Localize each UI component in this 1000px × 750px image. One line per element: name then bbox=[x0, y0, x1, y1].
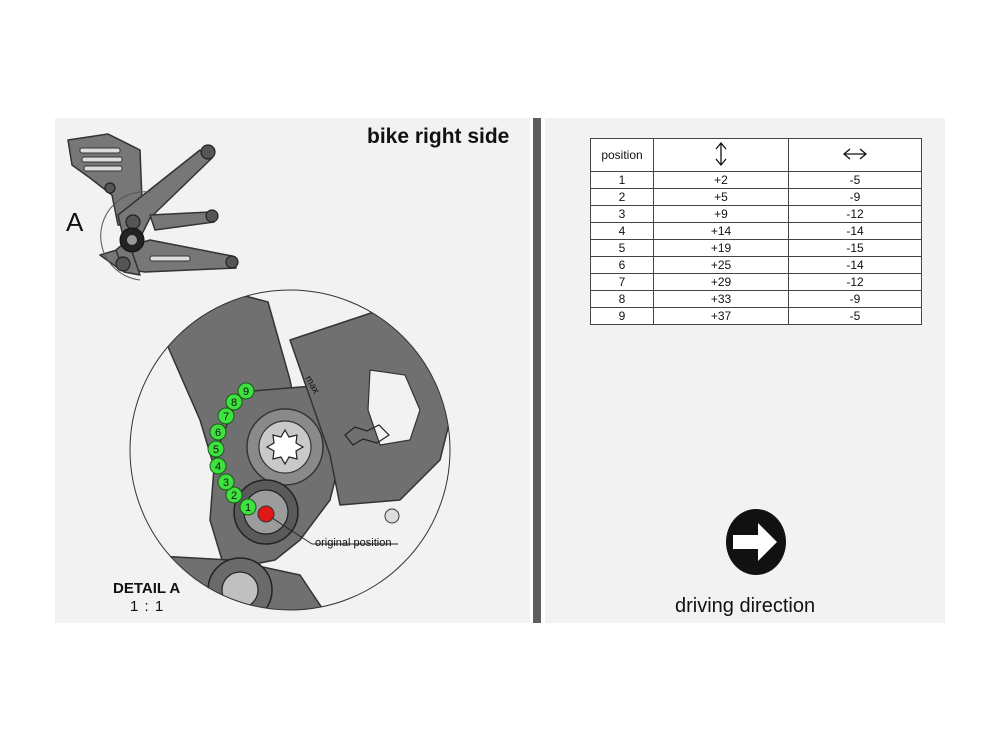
table-header-row: position bbox=[590, 138, 922, 172]
original-position-marker bbox=[257, 505, 275, 523]
adjustment-hole-marker bbox=[209, 423, 227, 441]
adjustment-hole-marker bbox=[207, 440, 225, 458]
adjustment-hole-label: 7 bbox=[223, 411, 229, 423]
cell-position: 2 bbox=[590, 188, 654, 206]
table-row: 9+37-5 bbox=[590, 307, 922, 325]
cell-vertical: +29 bbox=[653, 273, 789, 291]
cell-horizontal: -12 bbox=[788, 273, 922, 291]
cell-horizontal: -14 bbox=[788, 222, 922, 240]
adjustment-hole-marker bbox=[225, 486, 243, 504]
cell-horizontal: -9 bbox=[788, 188, 922, 206]
cell-position: 3 bbox=[590, 205, 654, 223]
arrow-right-circle-icon bbox=[726, 509, 786, 575]
adjustment-hole-label: 4 bbox=[215, 461, 221, 473]
table-row: 2+5-9 bbox=[590, 188, 922, 206]
adjustment-hole-label: 6 bbox=[215, 427, 221, 439]
position-table: position 1+2-5 bbox=[590, 138, 922, 325]
vertical-arrows-icon bbox=[715, 141, 727, 166]
cell-horizontal: -9 bbox=[788, 290, 922, 308]
cell-position: 8 bbox=[590, 290, 654, 308]
adjustment-hole: 6 bbox=[209, 423, 227, 441]
header-horizontal bbox=[788, 138, 922, 172]
cell-horizontal: -15 bbox=[788, 239, 922, 257]
table-row: 3+9-12 bbox=[590, 205, 922, 223]
cell-vertical: +2 bbox=[653, 171, 789, 189]
cell-vertical: +14 bbox=[653, 222, 789, 240]
cell-horizontal: -5 bbox=[788, 171, 922, 189]
header-vertical bbox=[653, 138, 789, 172]
cell-position: 4 bbox=[590, 222, 654, 240]
adjustment-hole: 9 bbox=[237, 382, 255, 400]
adjustment-hole: 3 bbox=[217, 473, 235, 491]
adjustment-hole-marker bbox=[217, 407, 235, 425]
adjustment-hole: 4 bbox=[209, 457, 227, 475]
driving-direction-label: driving direction bbox=[675, 595, 816, 617]
cell-vertical: +25 bbox=[653, 256, 789, 274]
adjustment-hole-marker bbox=[239, 498, 257, 516]
adjustment-hole: 8 bbox=[225, 393, 243, 411]
adjustment-hole-label: 1 bbox=[245, 502, 251, 514]
horizontal-arrows-icon bbox=[842, 148, 868, 159]
adjustment-hole-marker bbox=[237, 382, 255, 400]
cell-horizontal: -5 bbox=[788, 307, 922, 325]
cell-position: 1 bbox=[590, 171, 654, 189]
table-row: 4+14-14 bbox=[590, 222, 922, 240]
adjustment-hole-label: 9 bbox=[243, 386, 249, 398]
detail-scale: 1 : 1 bbox=[130, 598, 165, 615]
adjustment-hole-label: 3 bbox=[223, 477, 229, 489]
table-row: 7+29-12 bbox=[590, 273, 922, 291]
cell-horizontal: -12 bbox=[788, 205, 922, 223]
cell-vertical: +33 bbox=[653, 290, 789, 308]
position-table-wrap: position 1+2-5 bbox=[590, 138, 922, 325]
panel-divider bbox=[533, 118, 541, 623]
header-position: position bbox=[590, 138, 654, 172]
cell-position: 7 bbox=[590, 273, 654, 291]
adjustment-hole-marker bbox=[209, 457, 227, 475]
cell-position: 5 bbox=[590, 239, 654, 257]
cell-position: 6 bbox=[590, 256, 654, 274]
cell-vertical: +5 bbox=[653, 188, 789, 206]
table-row: 8+33-9 bbox=[590, 290, 922, 308]
table-row: 6+25-14 bbox=[590, 256, 922, 274]
callout-letter: A bbox=[66, 207, 84, 237]
adjustment-hole-label: 2 bbox=[231, 490, 237, 502]
cell-vertical: +9 bbox=[653, 205, 789, 223]
adjustment-hole-marker bbox=[225, 393, 243, 411]
cell-horizontal: -14 bbox=[788, 256, 922, 274]
adjustment-hole-label: 5 bbox=[213, 444, 219, 456]
cell-vertical: +19 bbox=[653, 239, 789, 257]
adjustment-hole-label: 8 bbox=[231, 397, 237, 409]
table-row: 1+2-5 bbox=[590, 171, 922, 189]
detail-title: DETAIL A bbox=[113, 580, 181, 597]
adjustment-hole: 5 bbox=[207, 440, 225, 458]
original-position-label: original position bbox=[315, 537, 392, 549]
cell-vertical: +37 bbox=[653, 307, 789, 325]
adjustment-hole: 1 bbox=[239, 498, 257, 516]
adjustment-hole-marker bbox=[217, 473, 235, 491]
table-row: 5+19-15 bbox=[590, 239, 922, 257]
adjustment-hole: 2 bbox=[225, 486, 243, 504]
page-title: bike right side bbox=[367, 125, 510, 148]
cell-position: 9 bbox=[590, 307, 654, 325]
adjustment-hole: 7 bbox=[217, 407, 235, 425]
